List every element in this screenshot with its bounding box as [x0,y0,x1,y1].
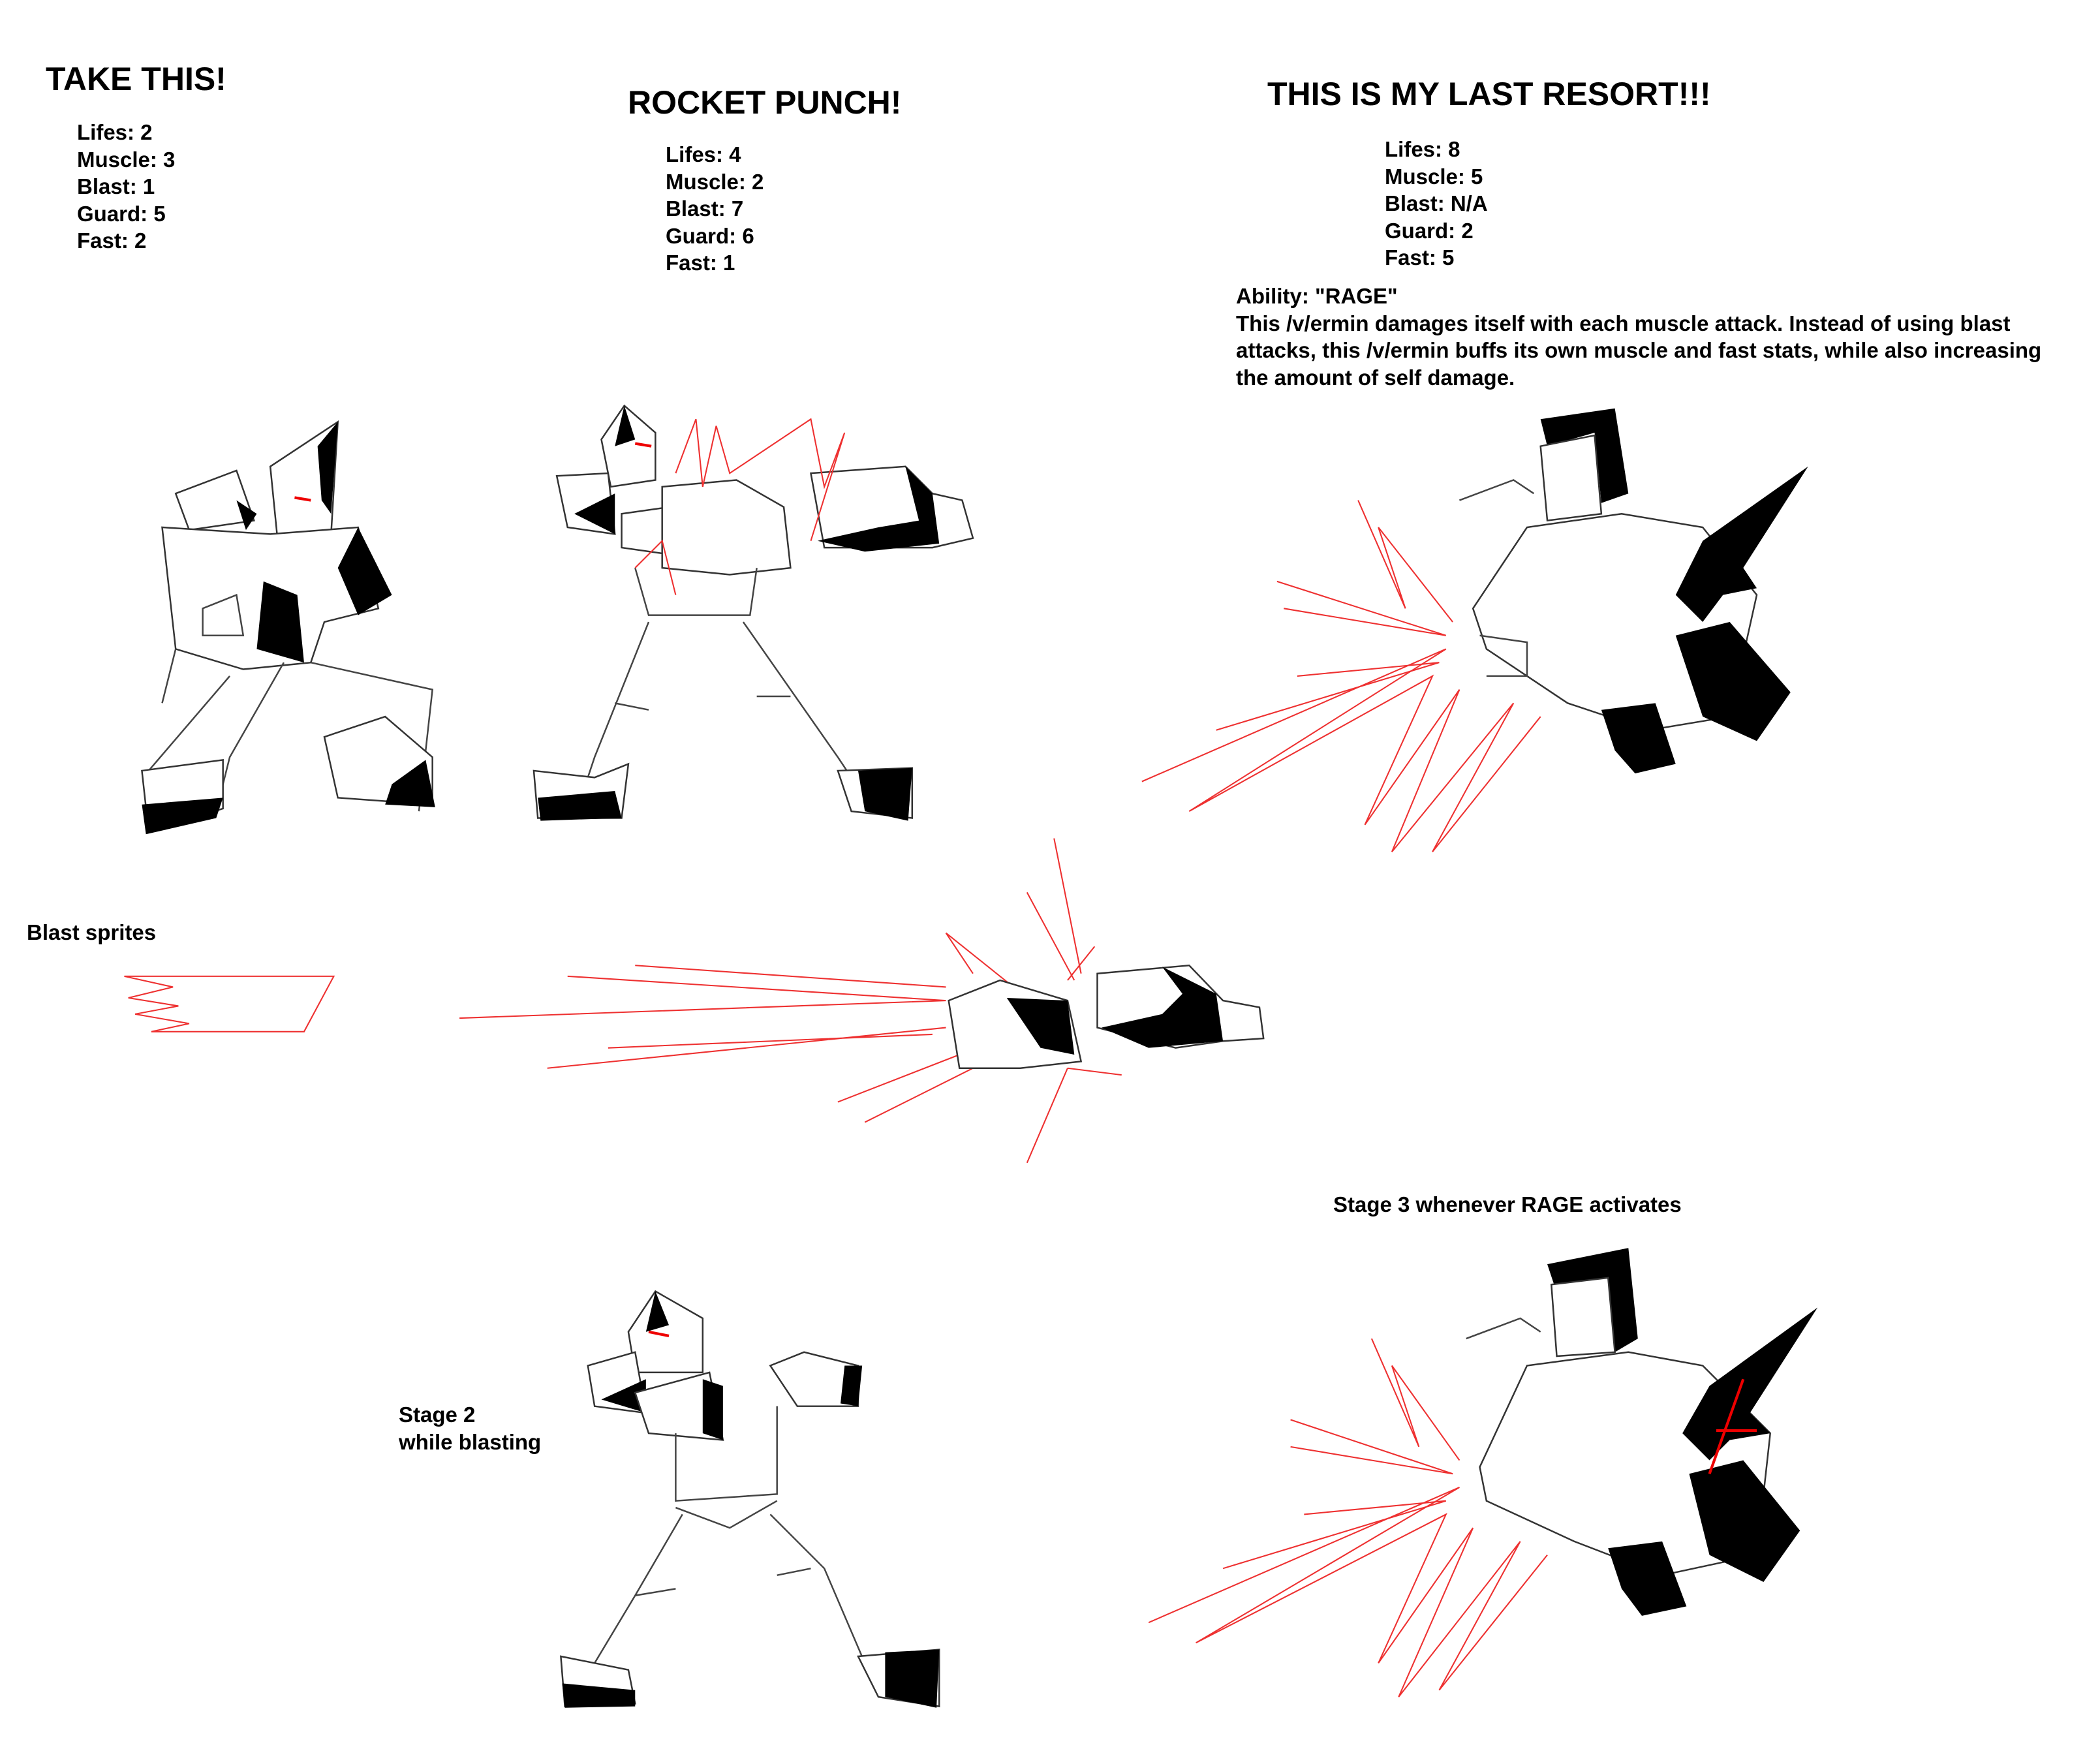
stat-muscle: Muscle: 2 [666,169,764,194]
blast-sprite-small [124,975,335,1032]
stat-fast: Fast: 1 [666,251,735,275]
robot-last-resort-sprite [1141,408,1808,852]
stage2-label: Stage 2 while blasting [399,1401,541,1455]
stat-blast: Blast: N/A [1385,191,1488,215]
ability-text-line: the amount of self damage. [1236,365,1515,390]
ability-text-line: attacks, this /v/ermin buffs its own mus… [1236,338,2042,362]
stat-muscle: Muscle: 5 [1385,164,1483,189]
stat-guard: Guard: 6 [666,223,754,248]
stat-fast: Fast: 2 [77,228,147,253]
ability-text-line: This /v/ermin damages itself with each m… [1236,311,2011,335]
character-1-stats: Lifes: 2 Muscle: 3 Blast: 1 Guard: 5 Fas… [77,119,175,255]
stat-blast: Blast: 1 [77,174,155,198]
ability-title: Ability: "RAGE" [1236,284,1398,308]
stage2-label-line: Stage 2 [399,1402,476,1427]
robot-stage3-sprite [1148,1248,1818,1697]
stat-blast: Blast: 7 [666,196,744,221]
robot-take-this-sprite [141,420,435,835]
stat-guard: Guard: 2 [1385,218,1474,243]
stage2-label-line: while blasting [399,1429,542,1454]
stat-lifes: Lifes: 4 [666,142,741,166]
robot-rocket-punch-sprite [533,404,974,821]
character-3-title: THIS IS MY LAST RESORT!!! [1267,76,1711,112]
character-2-stats: Lifes: 4 Muscle: 2 Blast: 7 Guard: 6 Fas… [666,141,764,277]
rocket-punch-blast-sprite [459,838,1265,1164]
stage3-label: Stage 3 whenever RAGE activates [1333,1192,1682,1216]
character-2-title: ROCKET PUNCH! [628,84,902,121]
stat-lifes: Lifes: 2 [77,120,153,144]
stat-fast: Fast: 5 [1385,245,1455,270]
stat-muscle: Muscle: 3 [77,147,176,172]
robot-stage2-sprite [560,1290,940,1708]
character-3-stats: Lifes: 8 Muscle: 5 Blast: N/A Guard: 2 F… [1385,136,1488,271]
ability-description: Ability: "RAGE" This /v/ermin damages it… [1236,283,2041,391]
blast-sprites-label: Blast sprites [27,920,157,944]
stat-guard: Guard: 5 [77,201,166,226]
stat-lifes: Lifes: 8 [1385,137,1460,161]
character-1-title: TAKE THIS! [46,61,226,97]
